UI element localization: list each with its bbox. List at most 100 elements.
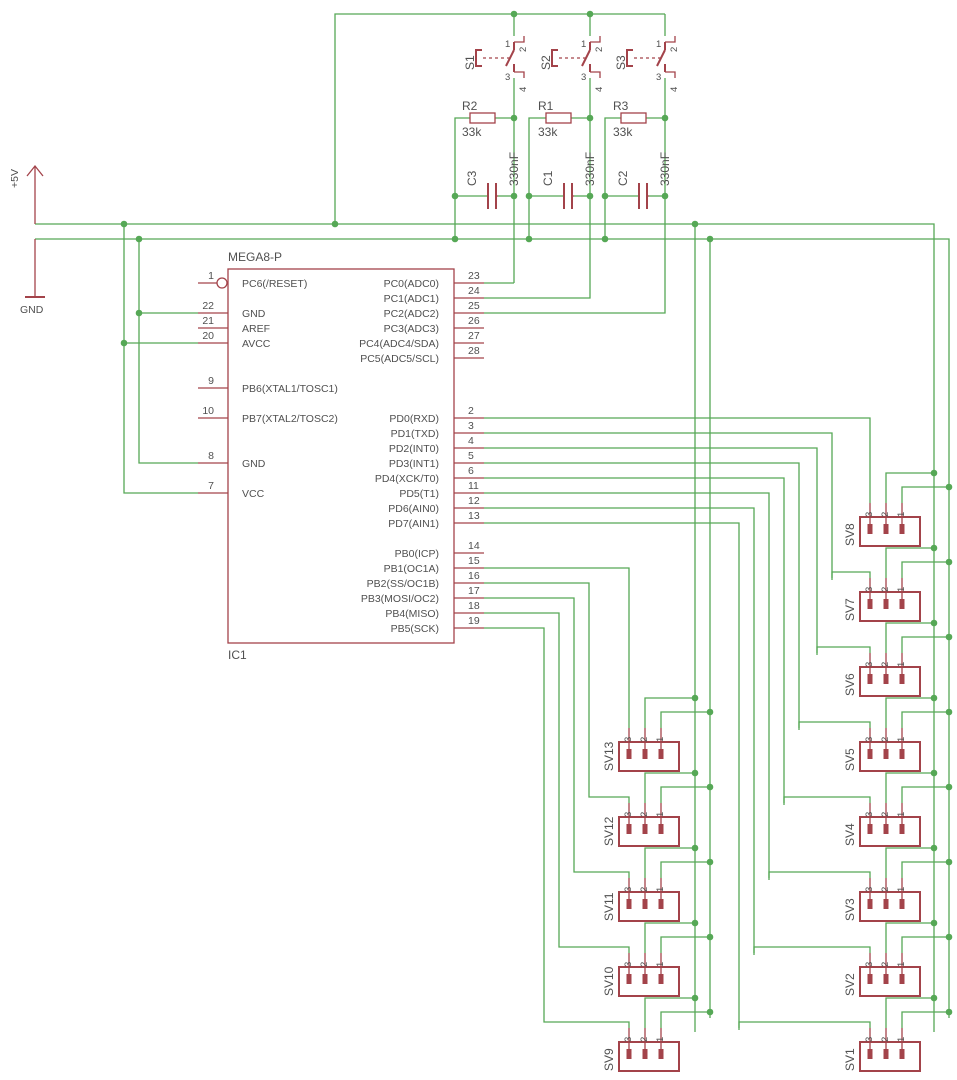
ic-pin-name: PC2(ADC2) — [384, 308, 439, 320]
header-pin-pad — [883, 974, 889, 984]
vcc-label: +5V — [9, 169, 21, 188]
ic-pin-number: 14 — [468, 540, 480, 552]
header-body — [618, 891, 680, 922]
signal-wire — [484, 462, 800, 730]
junction-dot — [135, 235, 143, 243]
header-pin-pad — [883, 899, 889, 909]
header-pin-pad — [883, 749, 889, 759]
header-pin-pad — [626, 749, 632, 759]
header-pin-pad — [899, 599, 905, 609]
header-name-label: SV10 — [602, 966, 616, 996]
capacitor-value-label: 330nF — [507, 152, 521, 186]
switch-pin4-lead — [590, 71, 601, 78]
header-name-label: SV2 — [843, 973, 857, 996]
header-name-label: SV12 — [602, 816, 616, 846]
junction-dot — [945, 483, 953, 491]
ic-pin-name: GND — [242, 308, 266, 320]
header-body — [618, 1041, 680, 1072]
capacitor-value-label: 330nF — [658, 152, 672, 186]
header-pin-number: 1 — [896, 512, 907, 517]
ic-pin-name: PC4(ADC4/SDA) — [359, 338, 439, 350]
header-pin-pad — [867, 974, 873, 984]
switch-pin-number: 2 — [594, 47, 605, 52]
signal-wire-drop — [816, 646, 871, 653]
header-gnd-wire — [901, 486, 949, 503]
header-pin-number: 3 — [864, 737, 875, 742]
junction-dot — [945, 1008, 953, 1016]
capacitor-name-label: C1 — [541, 170, 555, 186]
resistor-value-label: 33k — [538, 125, 558, 139]
ic-pin-name: AVCC — [242, 338, 271, 350]
ic-pin-name: PB5(SCK) — [391, 623, 439, 635]
junction-dot — [706, 1008, 714, 1016]
switch-pin-number: 4 — [594, 87, 605, 92]
ic-pin-name: PD5(T1) — [399, 488, 439, 500]
header-pin-pad — [899, 749, 905, 759]
junction-dot — [586, 114, 594, 122]
ic-pin-number: 17 — [468, 585, 480, 597]
header-pin-number: 1 — [655, 812, 666, 817]
header-pin-pad — [658, 824, 664, 834]
header-vcc-wire — [885, 472, 934, 503]
header-body — [618, 966, 680, 997]
junction-dot — [120, 339, 128, 347]
junction-dot — [930, 694, 938, 702]
signal-wire-drop — [798, 721, 871, 728]
header-gnd-wire — [901, 786, 949, 803]
ic-pin-number: 2 — [468, 405, 474, 417]
signal-wire — [484, 582, 630, 803]
resistor-value-label: 33k — [613, 125, 633, 139]
junction-dot — [930, 619, 938, 627]
switch-pin-number: 2 — [669, 47, 680, 52]
junction-dot — [691, 220, 699, 228]
header-pin-pad — [867, 1049, 873, 1059]
resistor-body — [545, 112, 572, 124]
header-name-label: SV9 — [602, 1048, 616, 1071]
ic-pin-name: PB0(ICP) — [395, 548, 439, 560]
header-body — [859, 891, 921, 922]
ic-pin-name: PD7(AIN1) — [388, 518, 439, 530]
header-pin-number: 1 — [896, 737, 907, 742]
ic-pin-number: 10 — [202, 405, 214, 417]
ic-pin-number: 28 — [468, 345, 480, 357]
header-pin-pad — [867, 824, 873, 834]
switch-pin2-lead — [514, 36, 525, 43]
header-pin-pad — [626, 974, 632, 984]
header-pin-number: 3 — [864, 887, 875, 892]
header-pin-pad — [626, 824, 632, 834]
resistor-name-label: R1 — [538, 99, 554, 113]
junction-dot — [661, 192, 669, 200]
ic-name-label: IC1 — [228, 648, 247, 662]
junction-dot — [586, 192, 594, 200]
header-SV9 — [618, 1028, 680, 1072]
junction-dot — [930, 769, 938, 777]
junction-dot — [945, 858, 953, 866]
header-pin-pad — [658, 974, 664, 984]
ic-pin-name: PD6(AIN0) — [388, 503, 439, 515]
junction-dot — [510, 114, 518, 122]
junction-dot — [930, 844, 938, 852]
switch-name-label: S3 — [614, 55, 628, 70]
header-body — [859, 591, 921, 622]
header-pin-pad — [658, 1049, 664, 1059]
junction-dot — [691, 694, 699, 702]
header-gnd-wire — [901, 711, 949, 728]
signal-wire — [484, 522, 740, 1030]
gnd-rail — [35, 238, 950, 1018]
gnd-to-ic-gnd — [138, 239, 198, 464]
ic-pin-number: 11 — [468, 480, 479, 492]
switch-button-bracket — [551, 49, 558, 67]
header-pin-number: 1 — [655, 737, 666, 742]
header-gnd-wire — [901, 561, 949, 578]
header-pin-number: 1 — [896, 887, 907, 892]
ic-pin-number: 5 — [468, 450, 474, 462]
ic-pin-name: PB4(MISO) — [385, 608, 439, 620]
junction-dot — [945, 558, 953, 566]
gnd-label: GND — [20, 304, 44, 316]
header-SV5 — [859, 728, 921, 772]
header-name-label: SV3 — [843, 898, 857, 921]
switch-top-rail — [334, 13, 665, 224]
signal-wire — [484, 567, 630, 728]
header-pin-pad — [867, 899, 873, 909]
header-pin-number: 2 — [639, 737, 650, 742]
